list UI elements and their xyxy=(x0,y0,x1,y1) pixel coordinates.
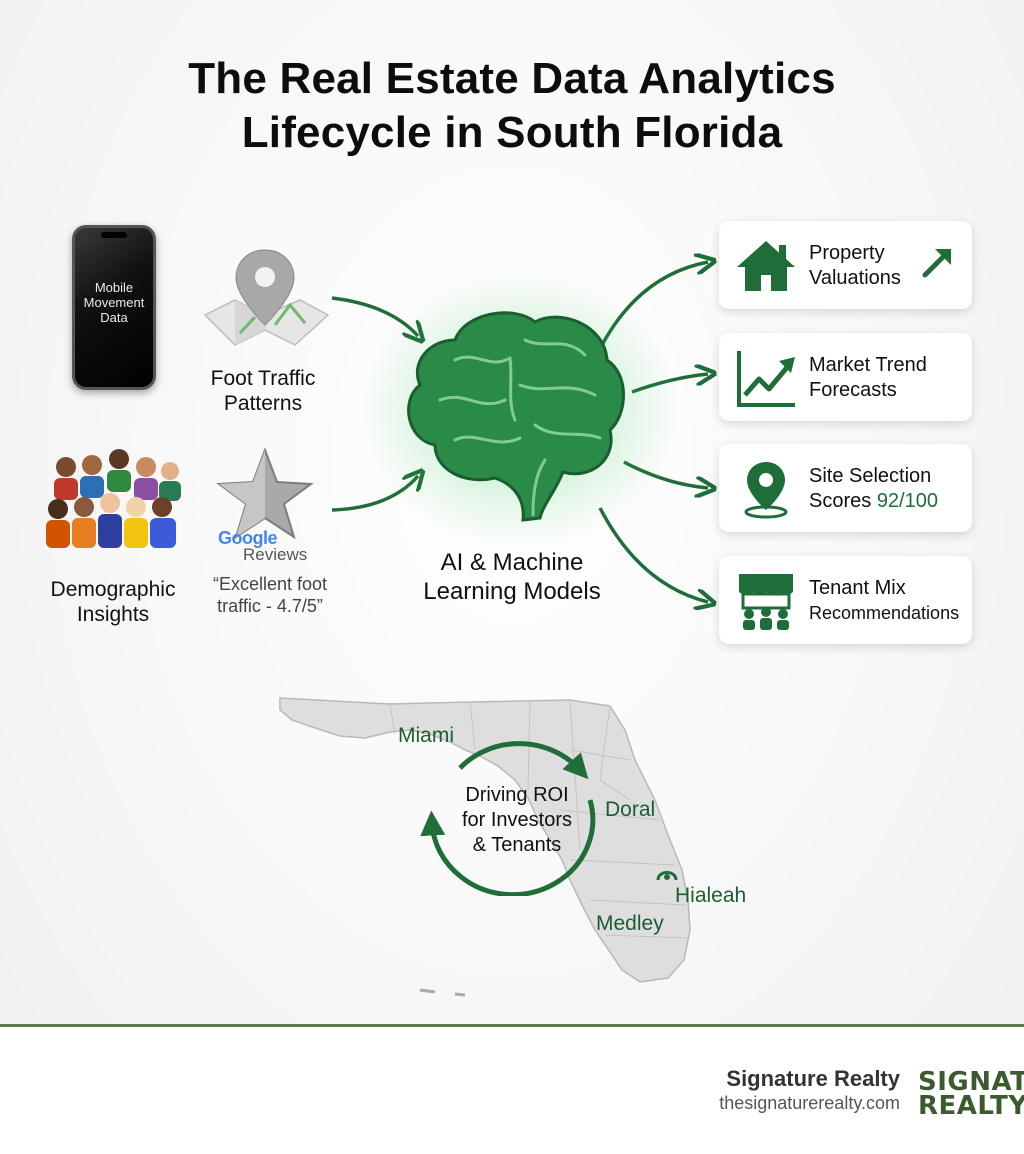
roi-cycle-label: Driving ROI for Investors & Tenants xyxy=(444,783,590,858)
storefront-icon xyxy=(739,574,793,630)
tenant-mix-line-2: Recommendations xyxy=(809,603,960,623)
star-icon xyxy=(216,448,314,540)
brand-name: Signature Realty xyxy=(726,1066,900,1091)
house-icon xyxy=(737,241,795,291)
mobile-movement-data-label: Mobile Movement Data xyxy=(83,280,145,325)
brain-icon xyxy=(407,311,625,522)
review-quote: “Excellent foot traffic - 4.7/5” xyxy=(200,573,340,617)
market-trend-line-1: Market Trend xyxy=(809,354,927,376)
title-line-2: Lifecycle in South Florida xyxy=(241,108,783,157)
arrow-up-right-icon xyxy=(922,249,951,278)
footer-divider xyxy=(0,1024,1024,1027)
phone-notch xyxy=(101,232,127,238)
logo-line-2: REALTY xyxy=(918,1091,1024,1118)
foot-traffic-line-2: Patterns xyxy=(223,392,303,415)
tenant-mix-line-1: Tenant Mix xyxy=(809,577,906,599)
site-selection-line-2: Scores 92/100 xyxy=(809,489,938,514)
review-quote-line-1: “Excellent foot xyxy=(212,574,328,594)
arrow-foot-traffic-to-ai xyxy=(331,296,418,336)
card-tenant-mix: Tenant Mix Recommendations xyxy=(719,556,972,644)
city-label-miami: Miami xyxy=(398,724,454,747)
property-valuations-text: Property Valuations xyxy=(809,241,901,291)
roi-line-3: & Tenants xyxy=(472,834,562,856)
footer-brand: Signature Realty thesignaturerealty.com xyxy=(719,1066,900,1114)
roi-line-1: Driving ROI xyxy=(465,784,569,806)
city-label-hialeah: Hialeah xyxy=(675,884,747,907)
ai-models-label: AI & Machine Learning Models xyxy=(400,548,624,606)
people-group-icon xyxy=(46,449,181,548)
ai-models-line-2: Learning Models xyxy=(423,578,601,605)
hialeah-marker-icon xyxy=(656,871,678,881)
arrow-ai-to-valuations xyxy=(600,262,708,346)
site-selection-line-1: Site Selection xyxy=(809,465,932,487)
demographic-line-1: Demographic xyxy=(50,578,176,601)
property-valuations-line-2: Valuations xyxy=(809,267,901,289)
title-line-1: The Real Estate Data Analytics xyxy=(188,54,836,103)
roi-line-2: for Investors xyxy=(461,809,573,831)
city-label-doral: Doral xyxy=(605,798,656,821)
arrow-ai-to-site xyxy=(623,460,708,488)
brand-url[interactable]: thesignaturerealty.com xyxy=(719,1093,900,1113)
foot-traffic-line-1: Foot Traffic xyxy=(210,367,316,390)
card-market-trend-forecasts: Market Trend Forecasts xyxy=(719,333,972,421)
trend-chart-icon xyxy=(737,351,795,407)
google-brand-text: Google xyxy=(218,528,278,548)
arrow-ai-to-tenant xyxy=(598,507,708,602)
mobile-phone-icon: Mobile Movement Data xyxy=(72,225,156,390)
footer xyxy=(0,1027,1024,1154)
ai-models-line-1: AI & Machine xyxy=(440,549,584,576)
market-trend-line-2: Forecasts xyxy=(809,379,897,401)
site-selection-text: Site Selection Scores 92/100 xyxy=(809,464,938,514)
google-logo: Google xyxy=(218,528,278,549)
demographic-insights-label: Demographic Insights xyxy=(30,577,196,627)
card-property-valuations: Property Valuations xyxy=(719,221,972,309)
card-site-selection-scores: Site Selection Scores 92/100 xyxy=(719,444,972,532)
property-valuations-line-1: Property xyxy=(809,242,885,264)
map-pin-icon xyxy=(203,249,330,346)
review-quote-line-2: traffic - 4.7/5” xyxy=(217,596,323,616)
arrow-reviews-to-ai xyxy=(331,476,418,512)
site-selection-score-value: 92/100 xyxy=(876,490,938,512)
signature-realty-logo: SIGNATU REALTY xyxy=(918,1070,1024,1118)
demographic-line-2: Insights xyxy=(76,603,150,626)
reviews-label: Reviews xyxy=(243,545,308,564)
page-title: The Real Estate Data Analytics Lifecycle… xyxy=(0,52,1024,160)
market-trend-text: Market Trend Forecasts xyxy=(809,353,927,403)
arrow-ai-to-trends xyxy=(631,374,708,394)
location-pin-icon xyxy=(744,462,788,519)
foot-traffic-label: Foot Traffic Patterns xyxy=(196,366,330,416)
city-label-medley: Medley xyxy=(596,912,664,935)
logo-line-1: SIGNATU xyxy=(918,1070,1024,1097)
tenant-mix-text: Tenant Mix Recommendations xyxy=(809,576,959,626)
cycle-arrows-icon xyxy=(420,741,596,896)
site-selection-scores-label: Scores xyxy=(809,490,877,512)
